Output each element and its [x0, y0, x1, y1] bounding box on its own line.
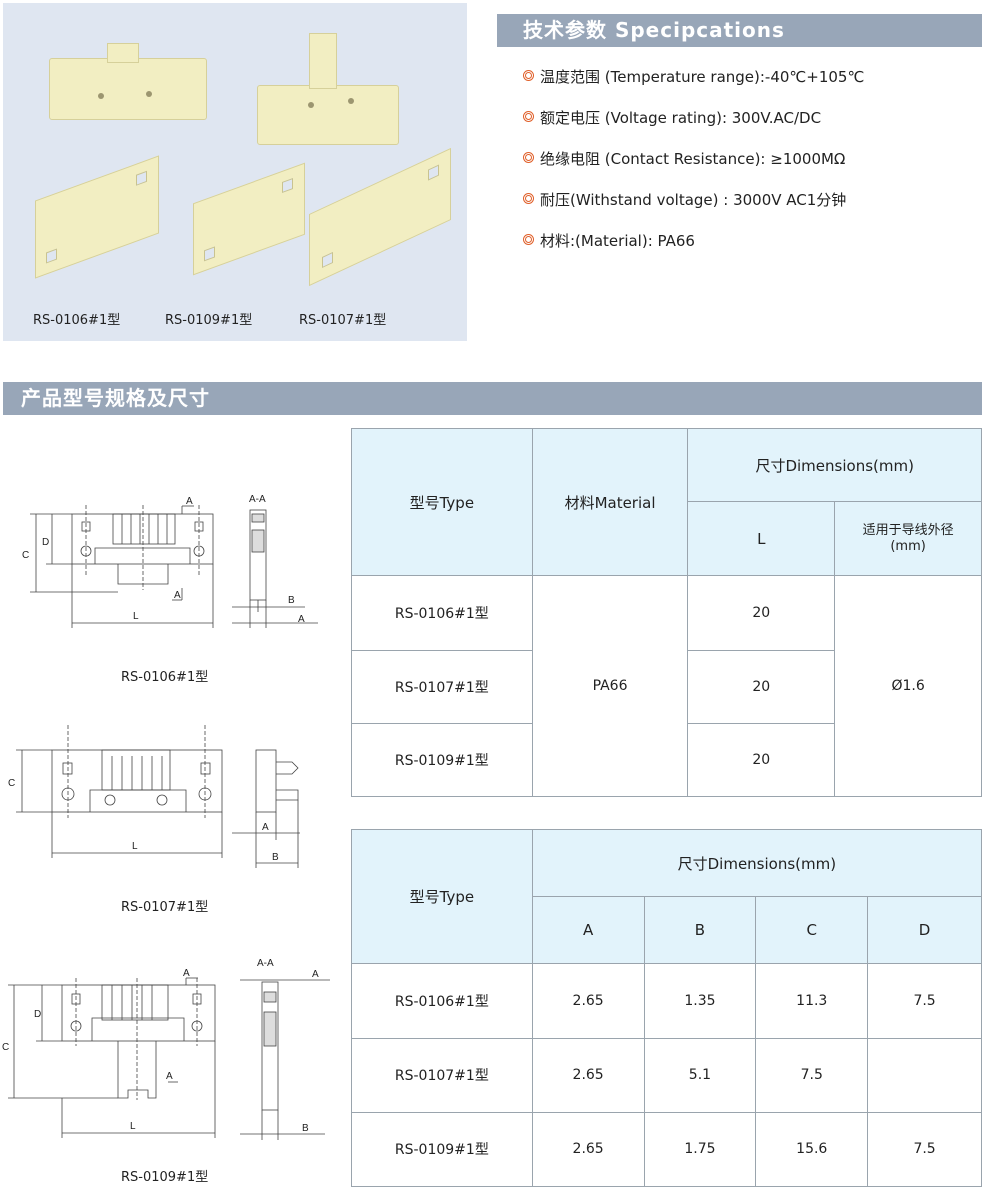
drawing-rs0107 — [16, 725, 300, 868]
table-cell-B: 1.35 — [643, 963, 757, 1039]
table-cell-type: RS-0109#1型 — [351, 1111, 533, 1188]
part-image-0109-tab — [309, 33, 337, 89]
section-label: A-A — [249, 494, 266, 505]
drawing-rs0106 — [30, 505, 318, 628]
drawing-label-0107: RS-0107#1型 — [121, 900, 209, 915]
dim-label: A — [186, 496, 193, 507]
dim-label: A — [298, 614, 305, 625]
table-cell-L: 20 — [687, 575, 836, 651]
header-dimensions: 尺寸Dimensions(mm) — [687, 427, 982, 503]
table-cell-C: 7.5 — [755, 1037, 869, 1113]
table-cell-D — [867, 1037, 982, 1113]
spec-item: 材料:(Material): PA66 — [523, 230, 864, 271]
table-cell-material: PA66 — [531, 575, 689, 797]
table-cell-C: 11.3 — [755, 963, 869, 1039]
dim-label: D — [42, 537, 49, 548]
dimensions-abcd-table: 型号Type 尺寸Dimensions(mm) A B C D RS-0106#… — [351, 828, 983, 1188]
drawing-label-0109: RS-0109#1型 — [121, 1170, 209, 1185]
section-label: A-A — [257, 958, 274, 969]
photo-label-0107: RS-0107#1型 — [299, 313, 387, 328]
dimensions-material-table: 型号Type 材料Material 尺寸Dimensions(mm) L 适用于… — [351, 427, 982, 798]
spec-list: 温度范围 (Temperature range):-40℃+105℃ 额定电压 … — [523, 66, 864, 271]
header-dimensions: 尺寸Dimensions(mm) — [531, 828, 983, 898]
dim-label: L — [132, 841, 138, 852]
table-cell-A: 2.65 — [531, 1037, 645, 1113]
table-cell-type: RS-0107#1型 — [351, 649, 533, 724]
part-image-0109-front — [257, 85, 399, 145]
dim-label: A — [166, 1071, 173, 1082]
dim-label: D — [34, 1009, 41, 1020]
header-D: D — [867, 896, 982, 965]
spec-item: 绝缘电阻 (Contact Resistance): ≥1000MΩ — [523, 148, 864, 189]
dim-label: B — [302, 1123, 309, 1134]
part-image-0106-front — [49, 58, 207, 120]
spec-item: 耐压(Withstand voltage) : 3000V AC1分钟 — [523, 189, 864, 230]
photo-label-0106: RS-0106#1型 — [33, 313, 121, 328]
spec-section-title: 技术参数 Specipcations — [497, 14, 982, 47]
dim-label: A — [183, 968, 190, 979]
part-image-0106-tab — [107, 43, 139, 63]
table-cell-type: RS-0106#1型 — [351, 963, 533, 1039]
table-cell-L: 20 — [687, 722, 836, 798]
dim-label: A — [262, 822, 269, 833]
dim-label: B — [288, 595, 295, 606]
header-L: L — [687, 501, 836, 577]
table-cell-A: 2.65 — [531, 1111, 645, 1188]
table-cell-type: RS-0107#1型 — [351, 1037, 533, 1113]
technical-drawings: A C D A L B A A-A C L A B — [2, 494, 330, 1140]
dim-label: C — [2, 1042, 9, 1053]
part-hole — [348, 98, 354, 104]
photo-label-0109: RS-0109#1型 — [165, 313, 253, 328]
header-B: B — [643, 896, 757, 965]
product-section-title: 产品型号规格及尺寸 — [3, 382, 982, 415]
table-cell-type: RS-0106#1型 — [351, 575, 533, 651]
header-A: A — [531, 896, 645, 965]
dim-label: A — [174, 590, 181, 601]
header-material: 材料Material — [531, 427, 689, 577]
part-slot — [428, 164, 439, 181]
table-cell-D: 7.5 — [867, 1111, 982, 1188]
table-cell-D: 7.5 — [867, 963, 982, 1039]
header-wire-diameter: 适用于导线外径 (mm) — [834, 501, 982, 577]
table-cell-A: 2.65 — [531, 963, 645, 1039]
table-cell-B: 5.1 — [643, 1037, 757, 1113]
bullet-icon — [523, 193, 534, 204]
dim-label: C — [8, 778, 15, 789]
dim-label: L — [133, 611, 139, 622]
part-hole — [308, 102, 314, 108]
table-cell-C: 15.6 — [755, 1111, 869, 1188]
spec-item: 温度范围 (Temperature range):-40℃+105℃ — [523, 66, 864, 107]
header-type: 型号Type — [351, 427, 533, 577]
dim-label: A — [312, 969, 319, 980]
spec-item: 额定电压 (Voltage rating): 300V.AC/DC — [523, 107, 864, 148]
dim-label: B — [272, 852, 279, 863]
part-hole — [98, 93, 104, 99]
header-type: 型号Type — [351, 828, 533, 965]
table-cell-L: 20 — [687, 649, 836, 724]
product-photo: RS-0106#1型 RS-0109#1型 RS-0107#1型 — [3, 3, 467, 341]
part-hole — [146, 91, 152, 97]
table-cell-wire: Ø1.6 — [834, 575, 982, 797]
dim-label: L — [130, 1121, 136, 1132]
bullet-icon — [523, 111, 534, 122]
bullet-icon — [523, 234, 534, 245]
header-C: C — [755, 896, 869, 965]
drawing-rs0109 — [8, 977, 330, 1140]
table-cell-type: RS-0109#1型 — [351, 722, 533, 798]
bullet-icon — [523, 152, 534, 163]
drawing-label-0106: RS-0106#1型 — [121, 670, 209, 685]
dim-label: C — [22, 550, 29, 561]
table-cell-B: 1.75 — [643, 1111, 757, 1188]
bullet-icon — [523, 70, 534, 81]
